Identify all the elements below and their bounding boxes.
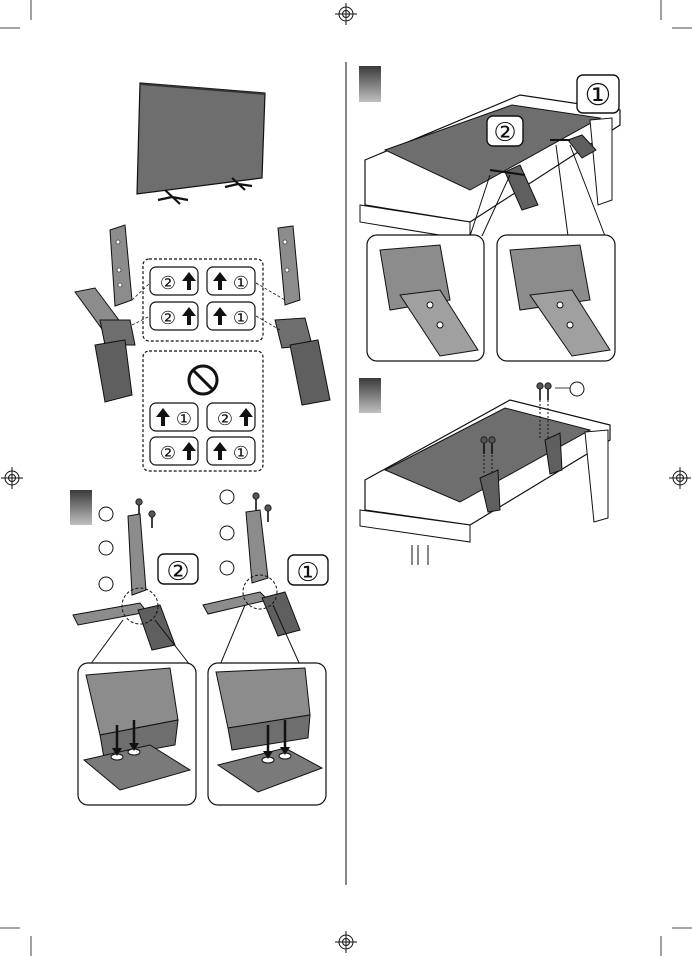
num-label: ①	[233, 273, 249, 294]
tile-correct-3: ②	[150, 302, 198, 330]
tile-wrong-4: ①	[207, 437, 255, 465]
callout-blank	[99, 577, 113, 591]
callout-blank	[220, 490, 234, 504]
screw-icon	[149, 511, 155, 528]
tile-wrong-2: ②	[207, 403, 255, 431]
right-stand-parts	[275, 226, 330, 405]
detail-box-upper-right	[497, 235, 615, 361]
tile-correct-4: ①	[207, 302, 255, 330]
num-label: ②	[160, 308, 176, 329]
tv-illustration	[137, 83, 266, 204]
detail-box-right	[208, 663, 326, 805]
screw-icon	[545, 383, 551, 400]
num-label: ①	[233, 308, 249, 329]
tile-wrong-1: ①	[150, 403, 198, 431]
screw-icon	[265, 505, 271, 522]
num-label: ①	[296, 558, 319, 588]
assembly-right-1: ①	[203, 490, 328, 665]
no-sign-icon	[189, 366, 217, 394]
callout-blank	[220, 561, 234, 575]
callout-blank	[220, 526, 234, 540]
left-stand-parts	[75, 225, 135, 402]
detail-box-left	[78, 663, 196, 805]
step-tab-right-1	[359, 66, 381, 102]
num-label: ②	[160, 443, 176, 464]
callout-blank	[99, 541, 113, 555]
num-label: ②	[166, 557, 189, 587]
registration-mark-right-icon	[669, 467, 691, 489]
tile-correct-2: ①	[207, 267, 255, 295]
detail-box-upper-left	[367, 235, 484, 361]
step-tab-left	[70, 490, 92, 525]
screw-icon	[136, 499, 142, 516]
callout-blank	[99, 507, 113, 521]
num-label: ①	[176, 409, 192, 430]
screw-icon	[537, 383, 543, 400]
table-tv-lower	[360, 400, 610, 565]
num-label: ②	[160, 273, 176, 294]
registration-mark-top-icon	[335, 3, 357, 25]
num-label: ②	[217, 409, 233, 430]
screw-icon	[253, 493, 259, 510]
tile-wrong-3: ②	[150, 437, 198, 465]
tile-correct-1: ②	[150, 267, 198, 295]
num-label: ①	[233, 443, 249, 464]
num-label: ①	[585, 78, 612, 113]
callout-blank	[570, 382, 584, 396]
step-tab-right-2	[359, 378, 381, 413]
num-label: ②	[493, 118, 516, 148]
registration-mark-left-icon	[1, 467, 23, 489]
registration-mark-bottom-icon	[335, 931, 357, 953]
